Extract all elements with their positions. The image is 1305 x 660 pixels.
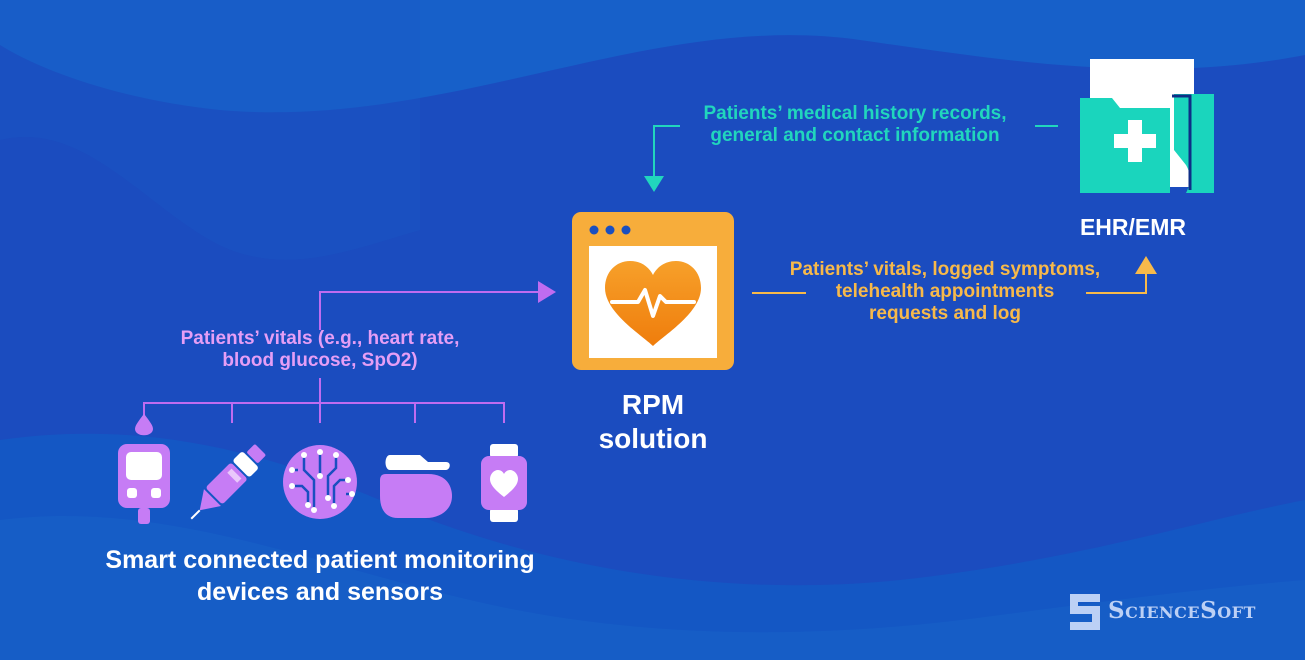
- glucometer-icon: [118, 413, 170, 524]
- heart-pulse-window-icon: [572, 212, 734, 370]
- ehr-to-rpm-label: Patients’ medical history records, gener…: [665, 103, 1045, 147]
- rpm-to-ehr-label: Patients’ vitals, logged symptoms, teleh…: [760, 259, 1130, 325]
- smartwatch-icon: [481, 444, 527, 522]
- insulin-pump-icon: [380, 455, 452, 518]
- devices-title: Smart connected patient monitoring devic…: [60, 544, 580, 608]
- rpm-to-ehr-label-line2: telehealth appointments: [835, 281, 1055, 302]
- sciencesoft-logo-icon: [1070, 594, 1100, 630]
- devices-title-line1: Smart connected patient monitoring: [105, 546, 535, 574]
- rpm-to-ehr-label-line1: Patients’ vitals, logged symptoms,: [789, 259, 1101, 280]
- devices-to-rpm-arrow: [143, 281, 556, 423]
- ehr-emr-title: EHR/EMR: [1079, 214, 1187, 240]
- devices-title-line2: devices and sensors: [197, 578, 443, 606]
- rpm-solution-title: RPM solution: [568, 388, 738, 456]
- rpm-title-line2: solution: [598, 423, 708, 454]
- insulin-pen-icon: [190, 444, 266, 520]
- sciencesoft-logo: ScienceSoft: [1068, 590, 1256, 630]
- devices-to-rpm-label-line1: Patients’ vitals (e.g., heart rate,: [180, 328, 460, 349]
- biosensor-chip-icon: [283, 445, 357, 519]
- ehr-to-rpm-arrow: [644, 125, 1058, 192]
- devices-to-rpm-label: Patients’ vitals (e.g., heart rate, bloo…: [150, 328, 490, 372]
- rpm-to-ehr-label-line3: requests and log: [868, 303, 1022, 324]
- medical-folder-icon: [1080, 59, 1214, 193]
- ehr-to-rpm-label-line2: general and contact information: [710, 125, 1000, 146]
- devices-to-rpm-label-line2: blood glucose, SpO2): [222, 350, 418, 371]
- ehr-to-rpm-label-line1: Patients’ medical history records,: [703, 103, 1007, 124]
- rpm-title-line1: RPM: [621, 389, 685, 420]
- logo-text: ScienceSoft: [1108, 596, 1256, 624]
- rpm-to-ehr-arrow: [752, 256, 1157, 294]
